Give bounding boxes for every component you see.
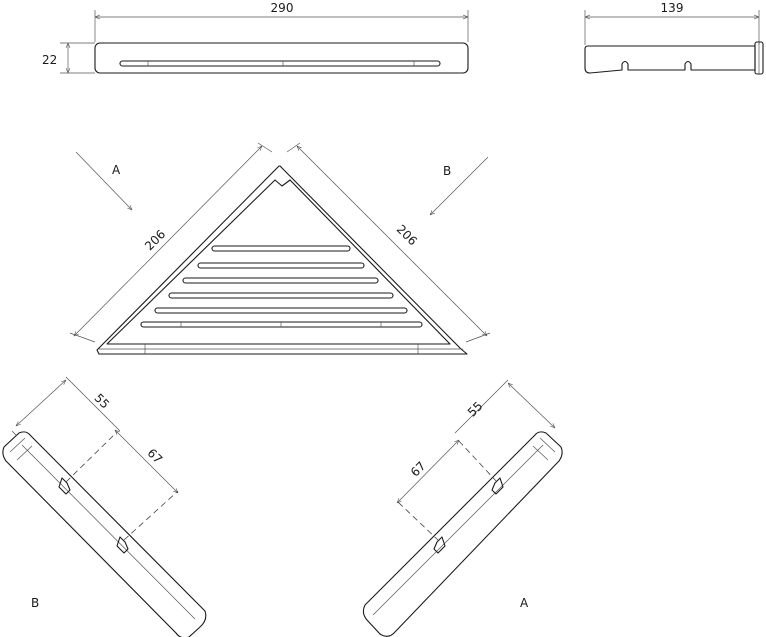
triangle-shelf-inner-rim — [106, 179, 451, 345]
slot-1 — [211, 245, 351, 252]
slot-4 — [168, 292, 394, 299]
view-b-67-label: 67 — [144, 446, 165, 467]
view-arrow-b-label: B — [443, 164, 451, 178]
triangle-shelf-outline — [96, 165, 468, 355]
slot-3 — [182, 277, 379, 284]
slot-2 — [197, 262, 365, 269]
slot-5 — [154, 307, 408, 314]
view-b-67-dimension-line — [115, 430, 178, 493]
triangle-slots — [140, 245, 423, 328]
view-b-rotated: 55 67 B — [2, 376, 207, 637]
view-arrow-a — [75, 151, 132, 210]
left-edge-dimension-label: 206 — [142, 227, 168, 253]
width-dimension-label: 290 — [271, 1, 294, 15]
left-edge-dimension-line — [74, 146, 262, 336]
view-a-67-label: 67 — [408, 459, 429, 480]
view-b-55-dimension-line — [16, 380, 66, 426]
shelf-front-slot — [119, 60, 441, 67]
view-arrow-a-label: A — [112, 163, 121, 177]
view-a-pin-2 — [433, 536, 446, 554]
view-a-55-dimension-line — [508, 383, 555, 428]
height-dimension-label: 22 — [42, 53, 57, 67]
view-b-pin-2 — [116, 536, 129, 554]
view-a-rotated: 55 67 A — [362, 379, 563, 637]
view-arrow-b — [430, 156, 489, 215]
view-a-67-dimension-line — [397, 440, 459, 503]
view-b-label: B — [31, 596, 39, 610]
right-edge-dimension-line — [297, 146, 487, 336]
depth-dimension-label: 139 — [661, 1, 684, 15]
view-b-pin-1 — [58, 477, 71, 495]
top-view: A B 206 206 — [69, 142, 491, 355]
view-b-shelf-body — [2, 431, 207, 637]
front-view: 290 22 — [42, 1, 469, 74]
shelf-side-outline — [584, 45, 756, 74]
view-a-pin-1 — [491, 477, 504, 495]
slot-6 — [140, 321, 423, 328]
view-a-55-label: 55 — [465, 399, 486, 420]
shelf-front-outline — [94, 42, 469, 74]
right-edge-dimension-label: 206 — [394, 222, 420, 248]
side-view: 139 — [584, 1, 764, 75]
view-a-shelf-body — [362, 431, 563, 637]
view-b-55-label: 55 — [91, 391, 112, 412]
view-a-label: A — [520, 596, 529, 610]
